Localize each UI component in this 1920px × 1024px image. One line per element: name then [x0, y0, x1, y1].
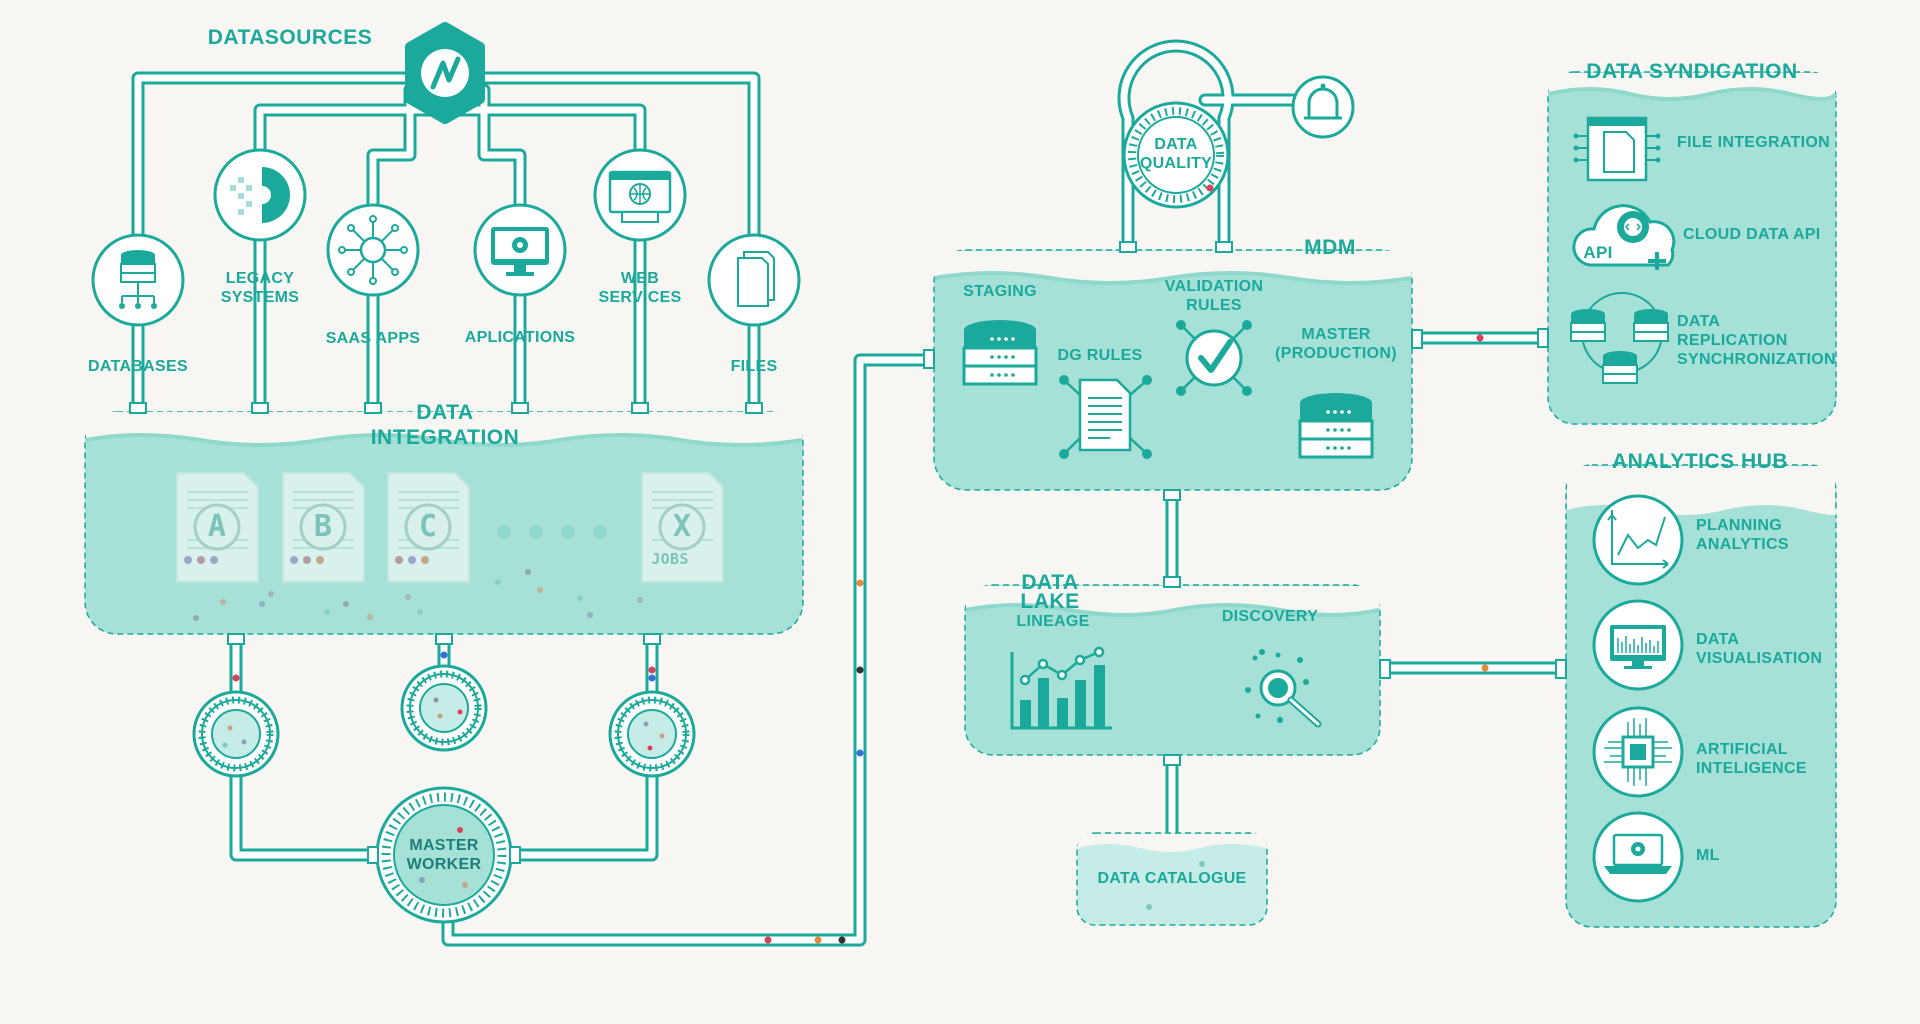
syndication-file-integration-label: FILE INTEGRATION [1677, 134, 1830, 151]
analytics-visualisation-label: DATA VISUALISATION [1696, 631, 1823, 667]
job-letter-a: A [207, 509, 227, 544]
source-label-legacy-systems: LEGACY SYSTEMS [220, 270, 300, 306]
job-letter-b: B [313, 509, 333, 544]
mdm-validation-rules-label: VALIDATION RULES [1164, 278, 1264, 314]
chip-file-icon [1573, 116, 1661, 182]
source-label-saas-apps: SAAS APPS [325, 330, 421, 347]
laptop-gear-icon [1592, 811, 1684, 903]
mdm-master-label: MASTER (PRODUCTION) [1275, 326, 1397, 362]
data-catalogue-panel [1076, 832, 1268, 926]
data-lake-panel [964, 576, 1391, 766]
ellipsis-dots [497, 525, 607, 539]
source-label-files: FILES [730, 358, 778, 375]
cloud-api-badge: API [1583, 243, 1613, 262]
data-quality-label: DATA QUALITY [1139, 136, 1213, 172]
master-database-icon [1298, 391, 1374, 459]
datasources-title: DATASOURCES [207, 26, 373, 49]
analytics-planning-label: PLANNING ANALYTICS [1696, 517, 1789, 553]
browser-globe-icon [593, 148, 687, 242]
data-packets [232, 334, 1489, 944]
jobs-caption: JOBS [651, 550, 689, 568]
data-lake-title: DATA LAKE [1020, 571, 1080, 613]
master-worker-wheel [367, 786, 521, 924]
job-letter-c: C [418, 509, 438, 544]
data-catalogue-label: DATA CATALOGUE [1097, 870, 1247, 887]
cloud-api-icon [1572, 204, 1676, 270]
staging-database-icon [962, 318, 1038, 386]
mdm-panel [923, 241, 1423, 501]
lineage-chart-icon [1010, 646, 1112, 730]
floating-particles [193, 569, 643, 621]
job-letter-circles [193, 503, 706, 551]
data-lake-discovery-label: DISCOVERY [1221, 608, 1319, 625]
syndication-replication-label: DATA REPLICATION SYNCHRONIZATION [1677, 313, 1836, 368]
analytics-ai-label: ARTIFICIAL INTELIGENCE [1696, 741, 1807, 777]
monitor-chart-icon [1592, 599, 1684, 691]
syndication-cloud-data-api-label: CLOUD DATA API [1683, 226, 1821, 243]
job-letter-x: X [672, 509, 692, 544]
bell-icon [1291, 75, 1355, 139]
data-integration-title: DATA INTEGRATION [370, 401, 520, 449]
analytics-ml-label: ML [1696, 847, 1720, 864]
mdm-staging-label: STAGING [963, 283, 1037, 300]
data-syndication-title: DATA SYNDICATION [1586, 60, 1798, 83]
database-icon [91, 233, 185, 327]
data-lake-lineage-label: LINEAGE [1016, 613, 1090, 630]
source-label-aplications: APLICATIONS [464, 329, 576, 346]
job-status-dots [184, 556, 429, 564]
line-chart-icon [1592, 494, 1684, 586]
monitor-gear-icon [473, 203, 567, 297]
discovery-magnifier-icon [1245, 649, 1322, 728]
master-worker-label: MASTER WORKER [406, 837, 482, 873]
data-quality-wheel [1122, 101, 1230, 209]
validation-check-icon [1176, 320, 1252, 396]
source-label-web-services: WEB SERVICES [598, 270, 682, 306]
analytics-hub-title: ANALYTICS HUB [1611, 450, 1789, 473]
replication-icon [1570, 292, 1669, 384]
mdm-title: MDM [1304, 236, 1356, 259]
datasources-hub [405, 22, 485, 124]
worker-wheel-2 [402, 666, 486, 750]
dg-rules-icon [1059, 375, 1152, 459]
cpu-chip-icon [1592, 706, 1684, 798]
gear-icon [213, 148, 307, 242]
source-label-databases: DATABASES [88, 358, 188, 375]
worker-wheel-3 [610, 692, 694, 776]
worker-wheel-1 [194, 692, 278, 776]
mdm-dg-rules-label: DG RULES [1057, 347, 1143, 364]
network-hub-icon [326, 203, 420, 297]
files-icon [707, 233, 801, 327]
